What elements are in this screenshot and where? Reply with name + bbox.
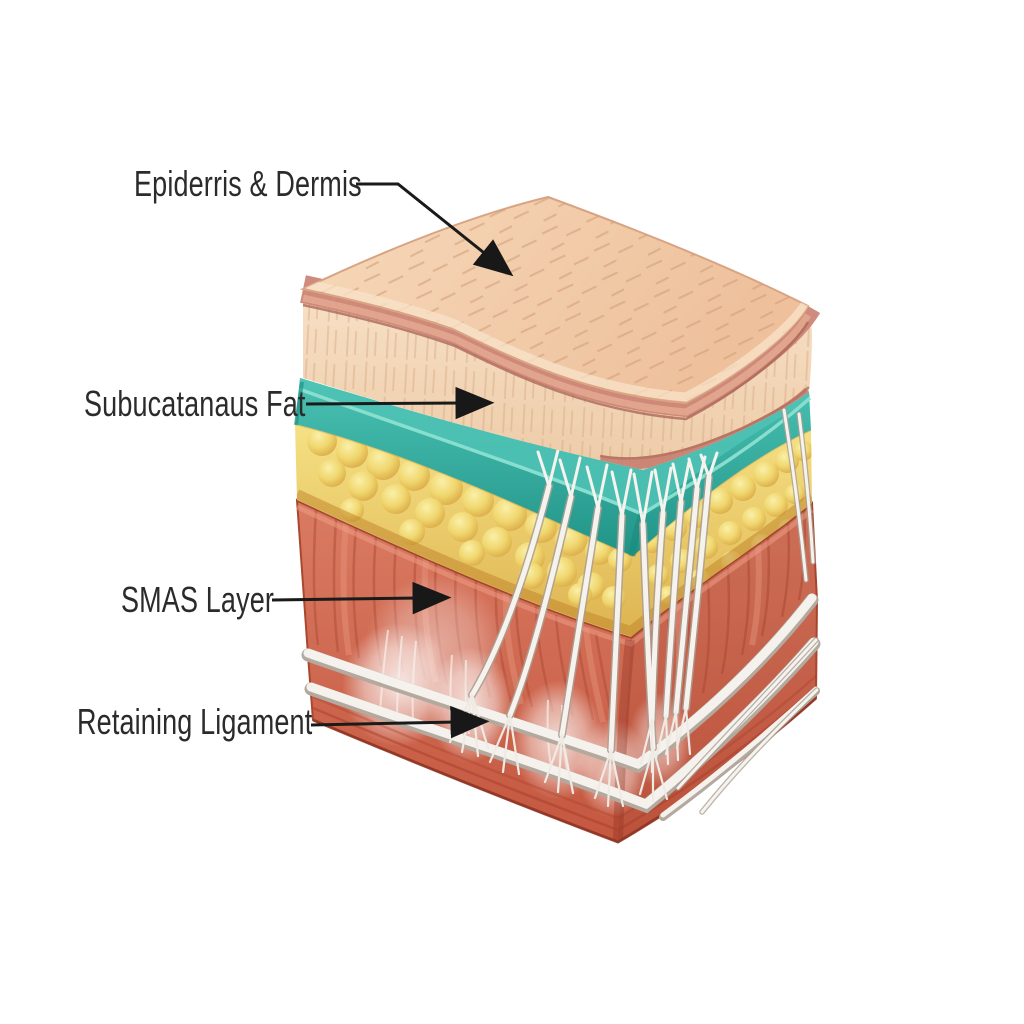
retaining-ligament-fibers [448, 407, 820, 815]
label-retaining-ligament: Retaining Ligament [77, 701, 313, 742]
annotation-arrows [271, 182, 514, 739]
arrow-retaining-ligament [310, 705, 490, 739]
label-subcutaneous-fat: Subucatanaus Fat [84, 383, 306, 424]
arrow-subcutaneous-fat [305, 386, 495, 420]
arrow-epidermis-dermis [356, 182, 514, 277]
arrow-smas-layer [271, 581, 452, 615]
label-smas-layer: SMAS Layer [121, 579, 275, 620]
label-epidermis-dermis: Epiderris & Dermis [134, 163, 362, 204]
